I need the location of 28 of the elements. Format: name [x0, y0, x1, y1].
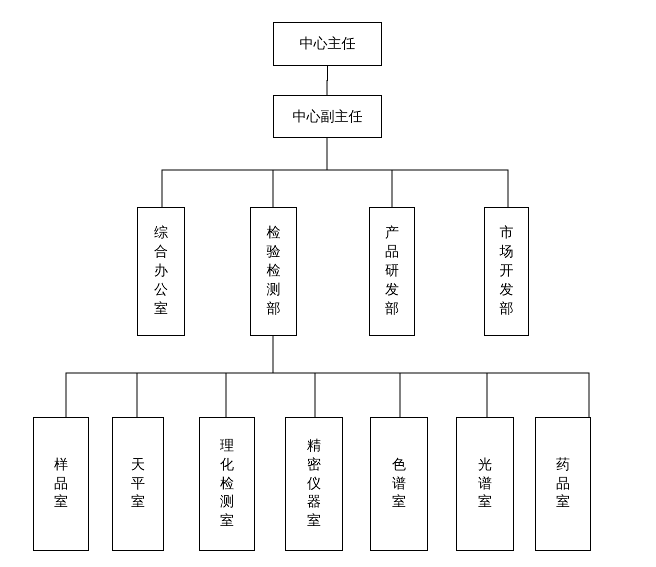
department-label: 中心副主任	[292, 108, 362, 126]
org-box	[285, 417, 343, 551]
connector-line	[326, 66, 328, 96]
org-box	[484, 207, 529, 336]
department-label: 样品室	[54, 456, 68, 512]
department-label: 色谱室	[392, 456, 406, 512]
department-label: 中心主任	[300, 35, 356, 53]
org-box	[369, 207, 415, 336]
department-label: 天平室	[131, 456, 145, 512]
org-box	[33, 417, 89, 551]
department-label: 药品室	[556, 456, 570, 512]
org-box	[112, 417, 164, 551]
department-label: 产品研发部	[385, 224, 399, 319]
org-box	[370, 417, 428, 551]
connector-line	[326, 138, 508, 208]
org-box	[137, 207, 185, 336]
org-box	[250, 207, 297, 336]
department-label: 理化检测室	[220, 436, 234, 532]
department-label: 综合办公室	[154, 224, 168, 319]
org-box	[199, 417, 255, 551]
org-box	[273, 95, 382, 138]
department-label: 检验检测部	[266, 224, 280, 319]
department-label: 市场开发部	[500, 224, 514, 319]
department-label: 精密仪器室	[307, 436, 321, 532]
org-box	[273, 22, 382, 66]
org-box	[456, 417, 514, 551]
department-label: 光谱室	[478, 456, 492, 512]
org-box	[535, 417, 591, 551]
